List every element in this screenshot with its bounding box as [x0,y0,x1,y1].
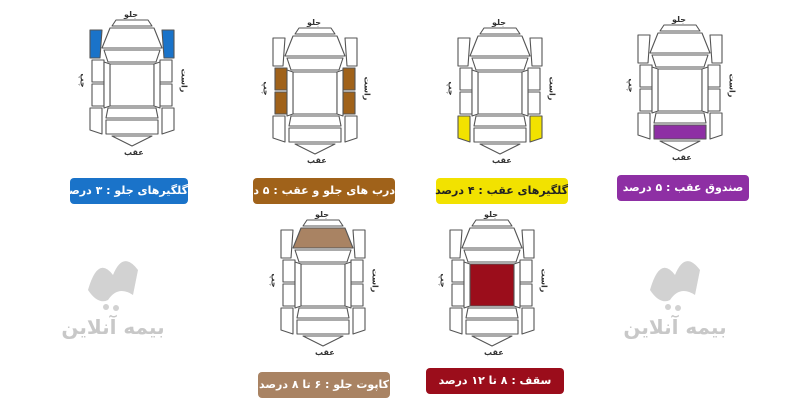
right-label: راست [547,76,557,101]
right-label: راست [362,76,372,101]
front-label: جلو [492,18,507,27]
car-diagram-hood: جلو عقب چپ راست [263,210,383,360]
watermark-right: بیمه آنلاین [610,245,740,339]
caption-hood: کاپوت جلو : ۶ تا ۸ درصد [258,372,390,398]
front-label: جلو [315,210,330,219]
caption-rear-fenders: گلگیرهای عقب : ۴ درصد [435,178,568,204]
rear-label: عقب [484,348,504,357]
caption-trunk: صندوق عقب : ۵ درصد [617,175,749,201]
car-diagram-trunk: جلو عقب چپ راست [620,15,740,165]
car-diagram-front-fenders: جلو عقب چپ راست [72,10,192,160]
rear-label: عقب [492,156,512,165]
right-label: راست [179,68,189,93]
car-diagram-rear-fenders: جلو عقب چپ راست [440,18,560,168]
front-label: جلو [672,15,687,24]
left-label: چپ [269,273,279,288]
front-label: جلو [484,210,499,219]
watermark-text: بیمه آنلاین [61,315,165,339]
rear-label: عقب [307,156,327,165]
left-label: چپ [78,73,88,88]
front-label: جلو [124,10,139,19]
car-diagram-roof: جلو عقب چپ راست [432,210,552,360]
right-label: راست [539,268,549,293]
right-label: راست [370,268,380,293]
insurance-logo-icon [88,261,138,311]
watermark-text: بیمه آنلاین [623,315,727,339]
caption-front-fenders: گلگیرهای جلو : ۳ درصد [63,178,188,204]
right-label: راست [727,73,737,98]
rear-label: عقب [124,148,144,157]
car-diagram-doors: جلو عقب چپ راست [255,18,375,168]
left-label: چپ [261,81,271,96]
left-label: چپ [626,78,636,93]
caption-roof: سقف : ۸ تا ۱۲ درصد [426,368,564,394]
front-label: جلو [307,18,322,27]
caption-doors: درب های جلو و عقب : ۵ درصد [230,178,395,204]
watermark-left: بیمه آنلاین [58,245,168,339]
left-label: چپ [438,273,448,288]
insurance-logo-icon [650,261,700,311]
left-label: چپ [446,81,456,96]
rear-label: عقب [672,153,692,162]
rear-label: عقب [315,348,335,357]
